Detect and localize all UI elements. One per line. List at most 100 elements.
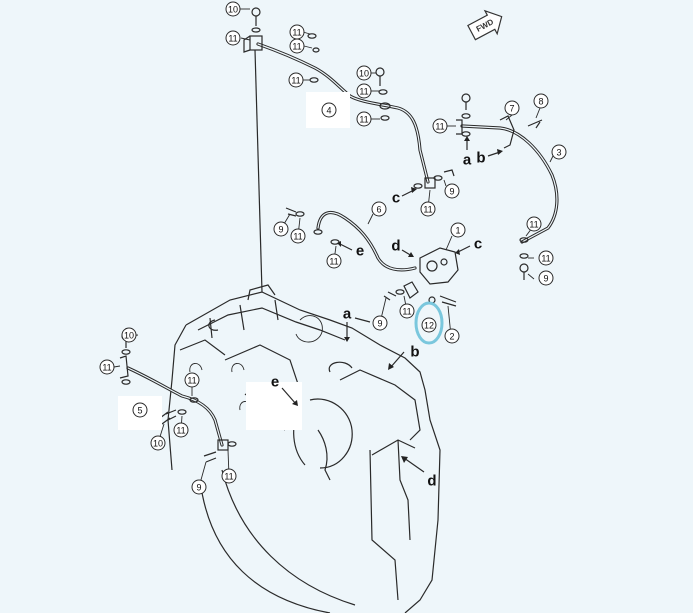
callout-circle (526, 216, 542, 232)
callout-11: 11 (399, 303, 415, 319)
callouts: 1011111111101141197811391116911111111911… (99, 1, 567, 495)
callout-number: 11 (176, 426, 185, 436)
callout-9: 9 (191, 479, 207, 495)
callout-circle (290, 228, 306, 244)
reference-letter-c: c (392, 190, 400, 207)
callout-9: 9 (538, 270, 554, 286)
callout-number: 10 (228, 5, 238, 15)
callout-number: 5 (137, 406, 142, 416)
callout-circle (356, 83, 372, 99)
callout-number: 4 (326, 106, 331, 116)
callout-number: 7 (509, 104, 514, 114)
callout-number: 12 (424, 321, 434, 331)
callout-11: 11 (538, 250, 554, 266)
callout-7: 7 (504, 100, 520, 116)
callout-10: 10 (121, 327, 137, 343)
callout-number: 9 (543, 274, 548, 284)
callout-number: 11 (435, 122, 444, 132)
label-mask-center (246, 382, 302, 430)
pipe-4 (256, 42, 430, 184)
callout-circle (371, 201, 387, 217)
callout-circle (421, 317, 437, 333)
callout-circle (450, 222, 466, 238)
callout-2: 2 (444, 328, 460, 344)
callout-9: 9 (444, 183, 460, 199)
callout-11: 11 (432, 118, 448, 134)
callout-circle (184, 372, 200, 388)
callout-number: 9 (449, 187, 454, 197)
callout-circle (432, 118, 448, 134)
reference-letter-b: b (476, 150, 485, 167)
pipe-3 (460, 124, 559, 244)
callout-circle (221, 468, 237, 484)
callout-circle (173, 422, 189, 438)
callout-number: 11 (359, 87, 368, 97)
callout-number: 2 (449, 332, 454, 342)
callout-circle (121, 327, 137, 343)
callout-4: 4 (321, 102, 337, 118)
callout-circle (288, 72, 304, 88)
callout-11: 11 (356, 83, 372, 99)
callout-number: 11 (102, 363, 111, 373)
callout-number: 11 (228, 34, 237, 44)
callout-circle (356, 65, 372, 81)
callout-8: 8 (533, 93, 549, 109)
reference-letter-e: e (271, 374, 279, 391)
callout-number: 11 (529, 220, 538, 230)
callout-number: 11 (292, 28, 301, 38)
callout-number: 10 (153, 439, 163, 449)
callout-number: 11 (291, 76, 300, 86)
callout-11: 11 (289, 24, 305, 40)
reference-letter-a: a (463, 152, 472, 169)
callout-circle (444, 328, 460, 344)
callout-number: 10 (359, 69, 369, 79)
callout-circle (420, 201, 436, 217)
callout-number: 11 (541, 254, 550, 264)
callout-circle (356, 111, 372, 127)
callout-6: 6 (371, 201, 387, 217)
callout-12: 12 (421, 317, 437, 333)
callout-number: 10 (124, 331, 134, 341)
callout-9: 9 (273, 221, 289, 237)
callout-circle (225, 30, 241, 46)
callout-number: 11 (329, 257, 338, 267)
callout-9: 9 (372, 315, 388, 331)
callout-10: 10 (225, 1, 241, 17)
callout-11: 11 (420, 201, 436, 217)
callout-number: 11 (292, 42, 301, 52)
callout-number: 1 (455, 226, 460, 236)
callout-number: 9 (278, 225, 283, 235)
reference-letter-c: c (474, 236, 482, 253)
callout-circle (504, 100, 520, 116)
callout-circle (551, 144, 567, 160)
callout-number: 11 (224, 472, 233, 482)
callout-11: 11 (290, 228, 306, 244)
callout-number: 3 (556, 148, 561, 158)
callout-11: 11 (326, 253, 342, 269)
reference-letter-d: d (427, 473, 436, 490)
callout-circle (99, 359, 115, 375)
callout-11: 11 (221, 468, 237, 484)
callout-circle (191, 479, 207, 495)
callout-number: 9 (377, 319, 382, 329)
callout-number: 11 (423, 205, 432, 215)
reference-letter-e: e (356, 243, 364, 260)
reference-arrows (281, 136, 503, 473)
callout-circle (150, 435, 166, 451)
reference-letter-d: d (391, 238, 400, 255)
callout-11: 11 (289, 38, 305, 54)
reference-letter-b: b (410, 344, 419, 361)
callout-circle (132, 402, 148, 418)
callout-10: 10 (150, 435, 166, 451)
callout-number: 11 (293, 232, 302, 242)
callout-11: 11 (288, 72, 304, 88)
engine-housing (167, 284, 441, 613)
highlight-ring (414, 301, 444, 345)
callout-11: 11 (99, 359, 115, 375)
callout-number: 11 (187, 376, 196, 386)
callout-11: 11 (225, 30, 241, 46)
callout-10: 10 (356, 65, 372, 81)
support-line (254, 49, 263, 293)
